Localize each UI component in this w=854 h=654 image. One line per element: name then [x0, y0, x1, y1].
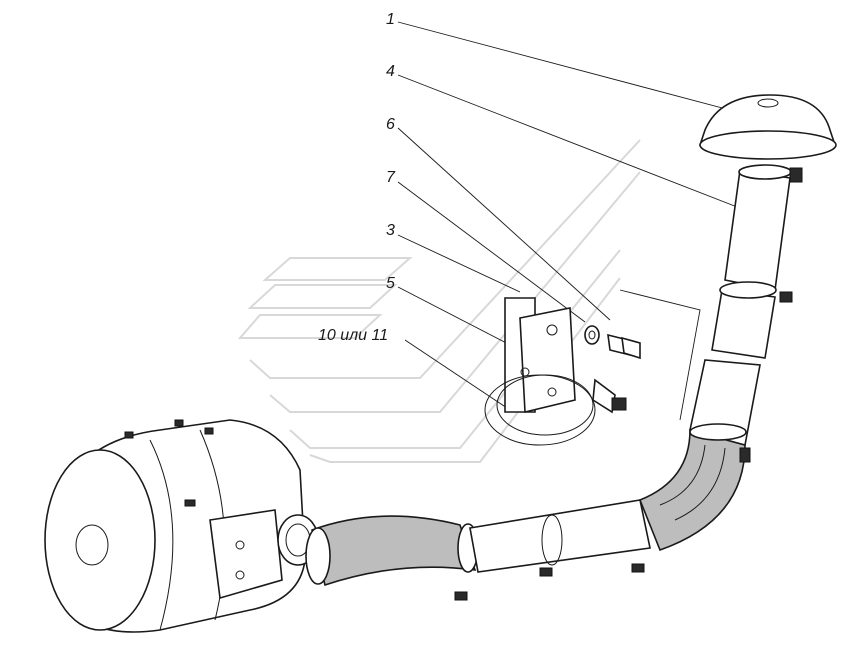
elbow-hose [638, 428, 751, 552]
leader-lines [397, 21, 761, 421]
callout-3: 3 [386, 222, 395, 239]
callout-6: 6 [386, 116, 395, 133]
mounting-bracket [504, 297, 576, 414]
callout-5: 5 [386, 275, 395, 292]
intake-pipe [454, 499, 651, 601]
clamp-band [484, 374, 627, 446]
lower-hose [305, 515, 479, 587]
callout-4: 4 [386, 63, 395, 80]
rain-cap [698, 94, 837, 160]
callout-1: 1 [386, 11, 395, 28]
vertical-tube [689, 164, 803, 447]
air-filter-housing [44, 419, 319, 633]
watermark-logo [237, 139, 641, 463]
callout-10-or-11: 10 или 11 [318, 327, 389, 344]
callout-7: 7 [386, 169, 395, 186]
washer-and-bolt [584, 325, 641, 360]
